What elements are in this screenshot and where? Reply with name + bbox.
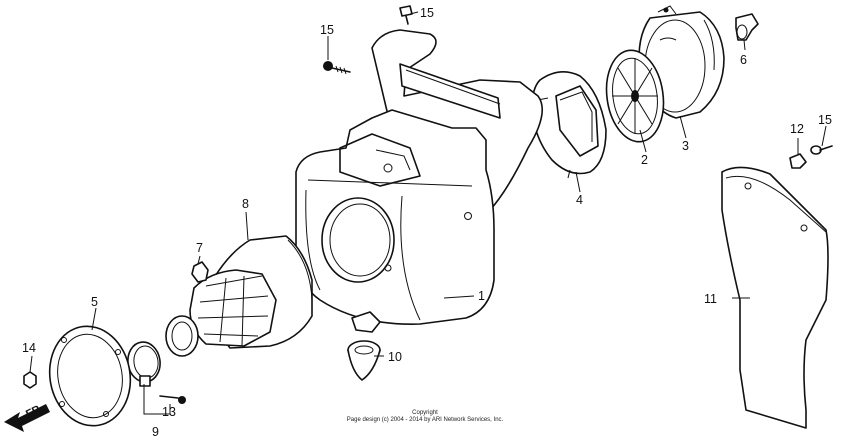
connecting-tube-part bbox=[165, 235, 313, 357]
side-bolt-part bbox=[810, 145, 833, 155]
front-direction-arrow: FR. bbox=[4, 402, 50, 432]
callout-labels: 1 2 3 4 5 6 7 8 9 10 11 12 13 14 15 15 1… bbox=[22, 6, 832, 439]
callout-8: 8 bbox=[242, 197, 249, 211]
breather-cap-part bbox=[347, 340, 381, 381]
front-label: FR. bbox=[24, 402, 45, 421]
air-cleaner-case-part bbox=[295, 29, 544, 333]
side-cover-part bbox=[721, 166, 829, 429]
callout-12: 12 bbox=[790, 122, 804, 136]
callout-4: 4 bbox=[576, 193, 583, 207]
nut-part bbox=[23, 371, 37, 389]
grommet-part bbox=[191, 261, 209, 283]
callout-3: 3 bbox=[682, 139, 689, 153]
callout-7: 7 bbox=[196, 241, 203, 255]
callout-11: 11 bbox=[704, 292, 717, 306]
case-bolt-part bbox=[323, 61, 351, 75]
copyright-text: Copyright bbox=[412, 410, 438, 416]
callout-6: 6 bbox=[740, 53, 747, 67]
callout-5: 5 bbox=[91, 295, 98, 309]
callout-15-right: 15 bbox=[818, 113, 832, 127]
screw-part bbox=[159, 395, 186, 404]
callout-1: 1 bbox=[478, 289, 485, 303]
gasket-part bbox=[48, 325, 132, 427]
tube-band-part bbox=[127, 341, 161, 387]
callout-13: 13 bbox=[162, 405, 176, 419]
callout-2: 2 bbox=[641, 153, 648, 167]
callout-9: 9 bbox=[152, 425, 159, 439]
drain-plug-part bbox=[735, 13, 759, 41]
callout-15-left: 15 bbox=[320, 23, 334, 37]
callout-14: 14 bbox=[22, 341, 36, 355]
credit-text: Page design (c) 2004 - 2014 by ARI Netwo… bbox=[347, 417, 504, 423]
callout-15-top: 15 bbox=[420, 6, 434, 20]
callout-10: 10 bbox=[388, 350, 402, 364]
leader-lines bbox=[29, 11, 827, 415]
collar-part bbox=[789, 153, 807, 169]
air-filter-element-part bbox=[605, 49, 665, 143]
cover-bolt-part bbox=[399, 5, 413, 25]
